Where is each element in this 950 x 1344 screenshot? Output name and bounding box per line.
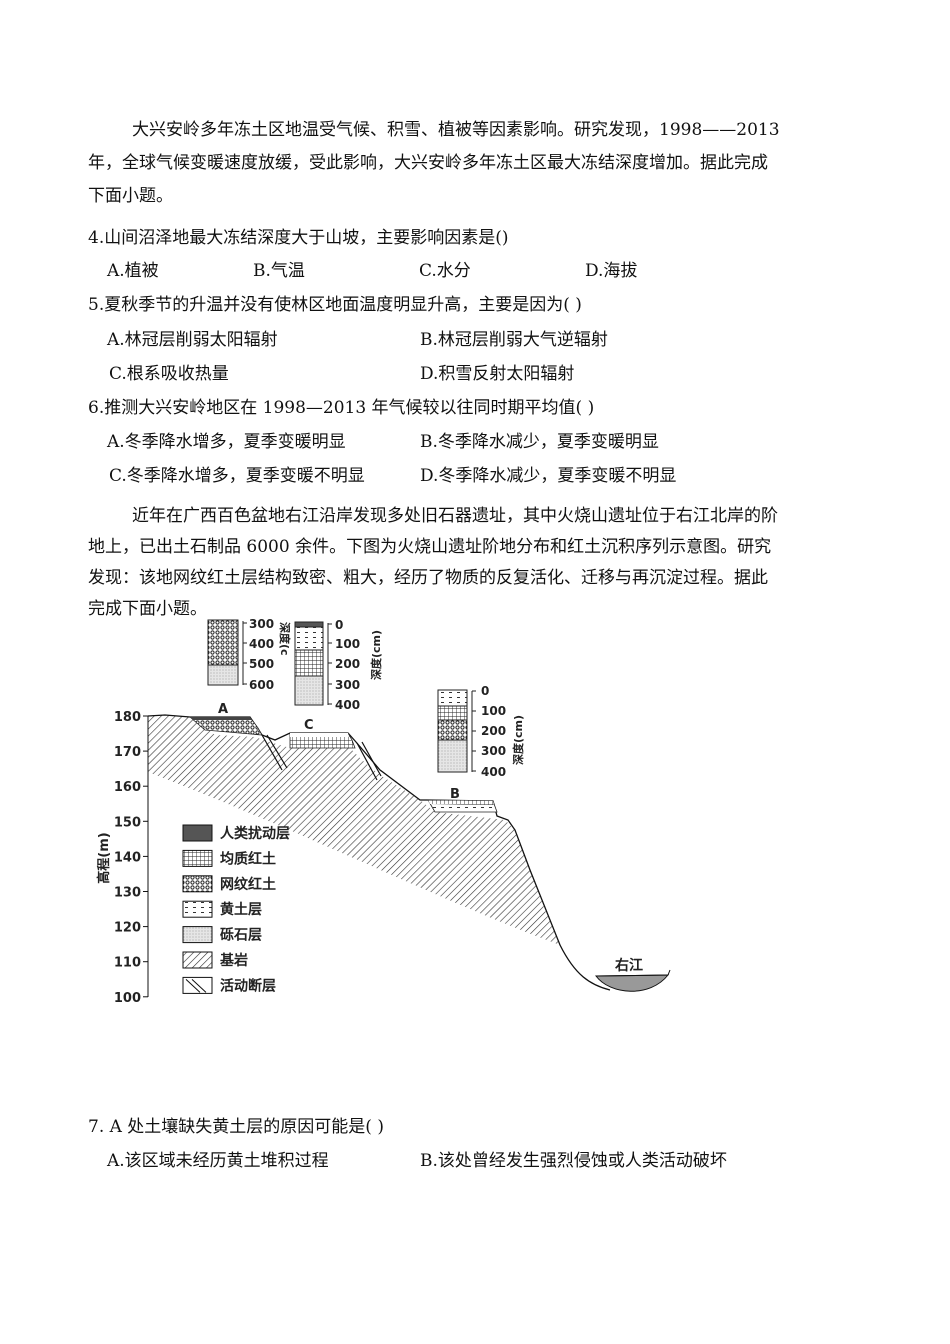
active-fault [356, 741, 382, 781]
passage1-line: 年，全球气候变暖速度放缓，受此影响，大兴安岭多年冻土区最大冻结深度增加。据此完成 [88, 153, 768, 173]
column3-tick: 400 [481, 765, 506, 779]
question-5-stem: 5.夏秋季节的升温并没有使林区地面温度明显升高，主要是因为( ) [88, 295, 582, 315]
legend-label: 网纹红土 [220, 876, 276, 893]
column2-tick: 100 [335, 637, 360, 651]
y-tick-label: 170 [114, 745, 141, 760]
passage2-line: 发现：该地网纹红土层结构致密、粗大，经历了物质的反复活化、迁移与再沉淀过程。据此 [88, 568, 768, 588]
column2-label: 深度(cm) [369, 630, 383, 680]
soil-column-2: 0 100 200 300 400 深度(cm) [294, 618, 383, 712]
site-a-disturbance-layer [190, 717, 252, 720]
legend-label: 人类扰动层 [220, 825, 290, 842]
y-tick-label: 140 [114, 850, 141, 865]
gravel-swatch [182, 926, 213, 944]
q6-option-c: C.冬季降水增多，夏季变暖不明显 [109, 466, 365, 486]
passage2-line: 地上，已出土石制品 6000 余件。下图为火烧山遗址阶地分布和红土沉积序列示意图… [88, 537, 772, 557]
q5-option-b: B.林冠层削弱大气逆辐射 [420, 330, 608, 350]
column2-tick: 200 [335, 657, 360, 671]
terrace-profile-diagram: 300 400 500 600 深度(c 0 100 200 300 400 深… [96, 618, 671, 1006]
loess-swatch [182, 900, 213, 918]
q4-option-c: C.水分 [419, 261, 471, 281]
y-tick-label: 120 [114, 921, 141, 936]
column3-tick: 300 [481, 744, 506, 758]
site-b-red-soil-layer [428, 800, 494, 805]
site-a-label: A [218, 702, 228, 717]
terrain-surface [147, 714, 611, 991]
active-fault-swatch [182, 976, 213, 994]
river-label: 右江 [614, 957, 643, 974]
bedrock-area [148, 715, 560, 945]
q6-option-d: D.冬季降水减少，夏季变暖不明显 [420, 466, 677, 486]
active-fault [261, 734, 288, 771]
legend-label: 黄土层 [220, 901, 262, 918]
column3-tick: 100 [481, 704, 506, 718]
soil-column-3: 0 100 200 300 400 深度(cm) [437, 684, 525, 779]
q6-option-b: B.冬季降水减少，夏季变暖明显 [420, 432, 659, 452]
fault-swatch-lines [185, 979, 207, 993]
legend-label: 活动断层 [220, 977, 276, 994]
elevation-axis: 180 170 160 150 140 130 120 110 100 高程(m) [96, 710, 149, 1006]
y-axis-label: 高程(m) [96, 832, 112, 883]
q5-option-d: D.积雪反射太阳辐射 [420, 364, 575, 384]
column2-tick: 0 [335, 618, 343, 632]
soil-column-1: 300 400 500 600 深度(c [207, 618, 292, 692]
y-tick-label: 160 [114, 780, 141, 795]
q5-option-c: C.根系吸收热量 [109, 364, 229, 384]
reticulate-red-soil-swatch [182, 875, 213, 893]
legend-label: 砾石层 [220, 927, 262, 944]
passage1-line: 大兴安岭多年冻土区地温受气候、积雪、植被等因素影响。研究发现，1998——201… [132, 120, 780, 140]
q4-option-a: A.植被 [107, 261, 159, 281]
homogeneous-red-soil-swatch [182, 849, 213, 867]
passage1-line: 下面小题。 [88, 186, 173, 206]
column3-label: 深度(cm) [511, 715, 525, 765]
column3-tick: 200 [481, 724, 506, 738]
site-c-loess-layer [290, 733, 349, 737]
y-tick-label: 110 [114, 956, 141, 971]
column1-tick: 400 [249, 637, 274, 651]
question-6-stem: 6.推测大兴安岭地区在 1998—2013 年气候较以往同时期平均值( ) [88, 398, 595, 418]
column1-label: 深度(c [278, 622, 292, 656]
q6-option-a: A.冬季降水增多，夏季变暖明显 [107, 432, 346, 452]
passage2-line: 近年在广西百色盆地右江沿岸发现多处旧石器遗址，其中火烧山遗址位于右江北岸的阶 [132, 506, 778, 526]
q4-option-b: B.气温 [253, 261, 305, 281]
site-b-label: B [450, 787, 460, 802]
river [595, 974, 670, 992]
column1-tick: 500 [249, 657, 274, 671]
column1-tick: 600 [249, 678, 274, 692]
legend-label: 基岩 [220, 952, 248, 969]
site-c-label: C [304, 718, 314, 733]
question-4-stem: 4.山间沼泽地最大冻结深度大于山坡，主要影响因素是() [88, 228, 509, 248]
question-7-stem: 7. A 处土壤缺失黄土层的原因可能是( ) [88, 1117, 384, 1137]
column3-tick: 0 [481, 684, 489, 698]
q5-option-a: A.林冠层削弱太阳辐射 [107, 330, 278, 350]
bedrock-swatch [182, 951, 213, 969]
column1-tick: 300 [249, 618, 274, 631]
y-tick-label: 100 [114, 991, 141, 1006]
human-disturbance-swatch [182, 824, 213, 842]
passage2-line: 完成下面小题。 [88, 599, 207, 619]
river-bank [595, 969, 671, 977]
legend-label: 均质红土 [220, 850, 276, 867]
q7-option-a: A.该区域未经历黄土堆积过程 [107, 1151, 329, 1171]
y-tick-label: 130 [114, 886, 141, 901]
y-tick-label: 180 [114, 710, 141, 725]
q7-option-b: B.该处曾经发生强烈侵蚀或人类活动破坏 [420, 1151, 727, 1171]
column2-tick: 300 [335, 678, 360, 692]
q4-option-d: D.海拔 [585, 261, 638, 281]
column2-tick: 400 [335, 698, 360, 712]
y-tick-label: 150 [114, 815, 141, 830]
